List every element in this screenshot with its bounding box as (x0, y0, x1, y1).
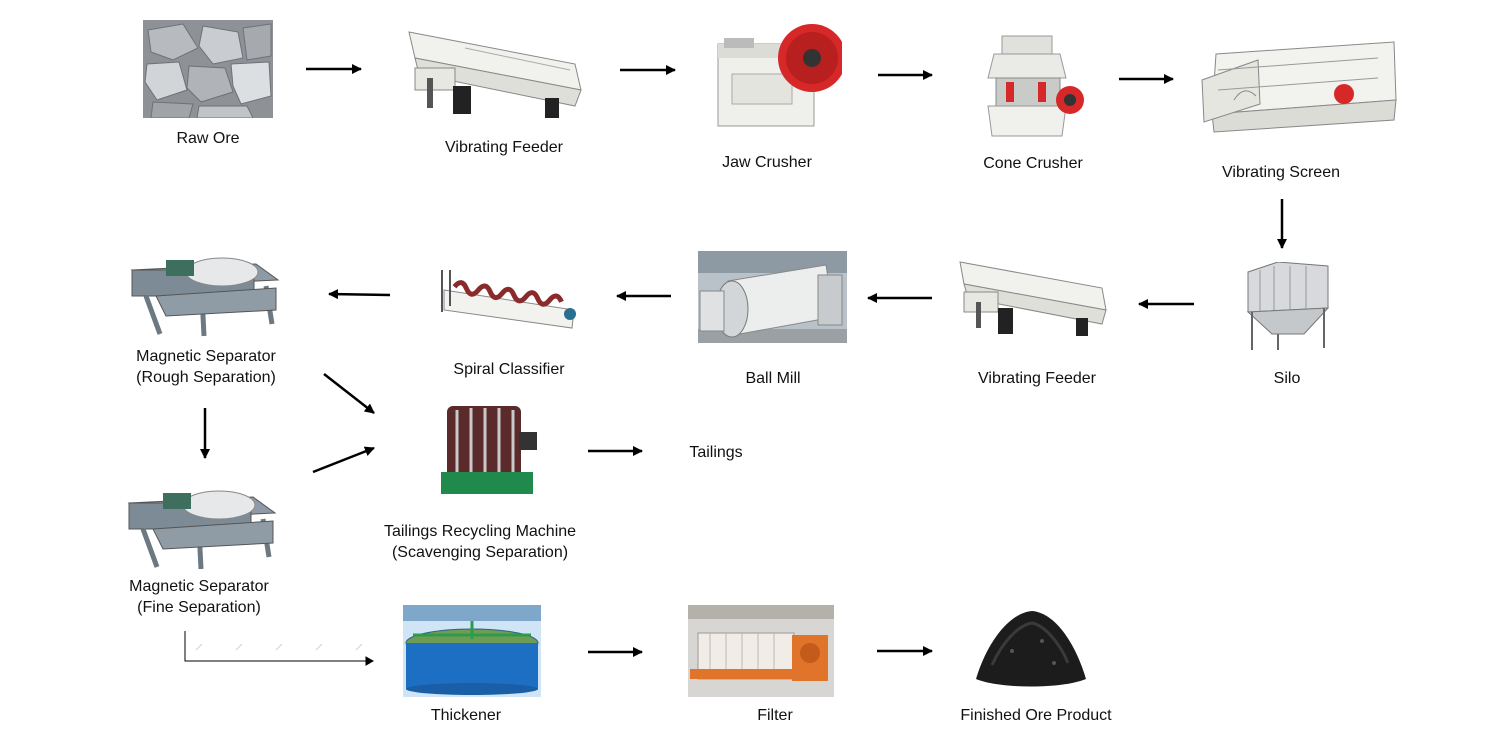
vibrating-feeder-1-label: Vibrating Feeder (445, 139, 563, 156)
raw-ore-label: Raw Ore (176, 130, 240, 147)
connector-hatch (195, 643, 363, 651)
magnetic-separator-rough-label: Magnetic Separator (Rough Separation) (136, 346, 276, 388)
raw-ore-image (143, 20, 273, 118)
filter-label: Filter (757, 707, 793, 724)
tailings-recycling-line2: (Scavenging Separation) (391, 544, 569, 561)
arrow-fine-to-tailings-machine (312, 446, 375, 474)
magnetic-separator-fine-line2: (Fine Separation) (137, 599, 261, 616)
thickener-image (403, 605, 541, 697)
finished-ore-product-image (976, 611, 1086, 687)
magnetic-separator-fine-label: Magnetic Separator (Fine Separation) (129, 576, 269, 618)
magnetic-separator-image (127, 490, 277, 570)
spiral-classifier-image (441, 270, 576, 329)
magnetic-separator-fine-line1: Magnetic Separator (129, 578, 269, 595)
silo-label: Silo (1273, 370, 1301, 387)
tailings-recycling-machine-label: Tailings Recycling Machine (Scavenging S… (384, 521, 576, 563)
jaw-crusher-label: Jaw Crusher (722, 154, 812, 171)
finished-ore-product-label: Finished Ore Product (960, 707, 1112, 724)
arrow-rough-to-tailings-machine (323, 373, 375, 414)
vibrating-screen-label: Vibrating Screen (1222, 164, 1340, 181)
vibrating-screen-image (1201, 41, 1397, 133)
tailings-recycling-machine-image (441, 406, 537, 494)
jaw-crusher-image (717, 24, 842, 127)
connector-fine-to-thickener (184, 631, 375, 666)
arrow-classifier-to-rough (328, 289, 391, 300)
vibrating-feeder-image (408, 31, 582, 118)
spiral-classifier-label: Spiral Classifier (453, 361, 565, 378)
filter-image (688, 605, 834, 697)
vibrating-feeder-image (959, 261, 1107, 336)
tailings-label: Tailings (689, 444, 743, 461)
ball-mill-image (698, 251, 847, 343)
tailings-recycling-line1: Tailings Recycling Machine (383, 523, 577, 540)
cone-crusher-image (987, 35, 1084, 137)
magnetic-separator-rough-line2: (Rough Separation) (136, 369, 276, 386)
vibrating-feeder-2-label: Vibrating Feeder (978, 370, 1096, 387)
ball-mill-label: Ball Mill (745, 370, 801, 387)
magnetic-separator-rough-line1: Magnetic Separator (136, 348, 276, 365)
thickener-label: Thickener (430, 707, 502, 724)
cone-crusher-label: Cone Crusher (983, 155, 1083, 172)
silo-image (1246, 262, 1330, 350)
magnetic-separator-image (130, 257, 280, 337)
